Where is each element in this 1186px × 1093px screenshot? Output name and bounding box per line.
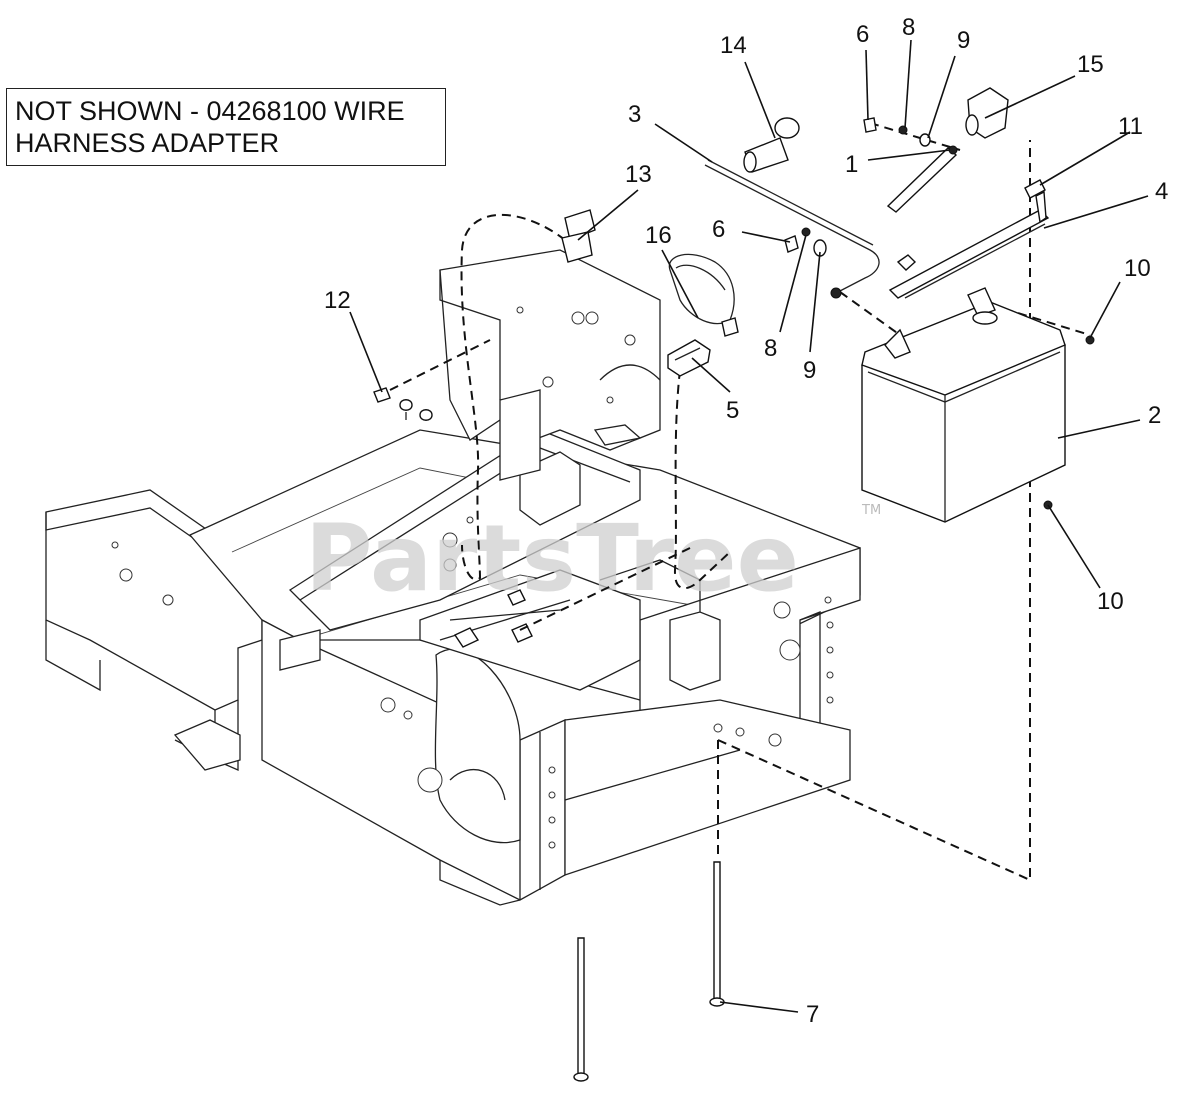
callout-4: 4 xyxy=(1155,178,1168,205)
watermark-trademark: TM xyxy=(861,503,881,518)
callout-7: 7 xyxy=(806,1001,819,1028)
front-rail-holes xyxy=(548,766,556,849)
callout-8-mid: 8 xyxy=(764,335,777,362)
callout-6-mid: 6 xyxy=(712,216,725,243)
strap xyxy=(668,253,739,337)
callout-11: 11 xyxy=(1118,113,1143,140)
hold-down-bar xyxy=(888,190,1050,299)
deck-hardware xyxy=(453,589,533,648)
right-rail-holes xyxy=(773,596,834,704)
terminal-boot xyxy=(743,117,800,173)
frame-assembly xyxy=(45,249,861,906)
callout-3: 3 xyxy=(628,101,641,128)
callout-10-lower: 10 xyxy=(1097,588,1124,615)
bolts-12 xyxy=(373,387,433,421)
callout-1: 1 xyxy=(845,151,858,178)
callout-9-mid: 9 xyxy=(803,357,816,384)
not-shown-note: NOT SHOWN - 04268100 WIRE HARNESS ADAPTE… xyxy=(6,88,446,166)
callout-12: 12 xyxy=(324,287,351,314)
note-line-1: NOT SHOWN - 04268100 WIRE xyxy=(15,96,405,126)
callout-10-right: 10 xyxy=(1124,255,1151,282)
callout-8-top: 8 xyxy=(902,14,915,41)
callout-5: 5 xyxy=(726,397,739,424)
note-line-2: HARNESS ADAPTER xyxy=(15,128,280,158)
battery xyxy=(861,287,1066,523)
clamp xyxy=(561,209,596,263)
callout-15: 15 xyxy=(1077,51,1104,78)
long-bolts xyxy=(573,861,725,1082)
callout-2: 2 xyxy=(1148,402,1161,429)
callout-13: 13 xyxy=(625,161,652,188)
callout-6-top: 6 xyxy=(856,21,869,48)
callout-14: 14 xyxy=(720,32,747,59)
callout-16: 16 xyxy=(645,222,672,249)
small-hardware xyxy=(784,117,1095,510)
connector xyxy=(667,339,711,377)
battery-cable xyxy=(704,159,880,299)
leader-lines xyxy=(349,39,1149,1013)
callout-labels: 14 6 8 9 15 3 1 11 13 4 16 6 10 12 8 9 5… xyxy=(324,14,1168,1028)
callout-9-top: 9 xyxy=(957,27,970,54)
watermark-text: PartsTree xyxy=(305,505,799,612)
terminal-cover xyxy=(965,87,1009,139)
